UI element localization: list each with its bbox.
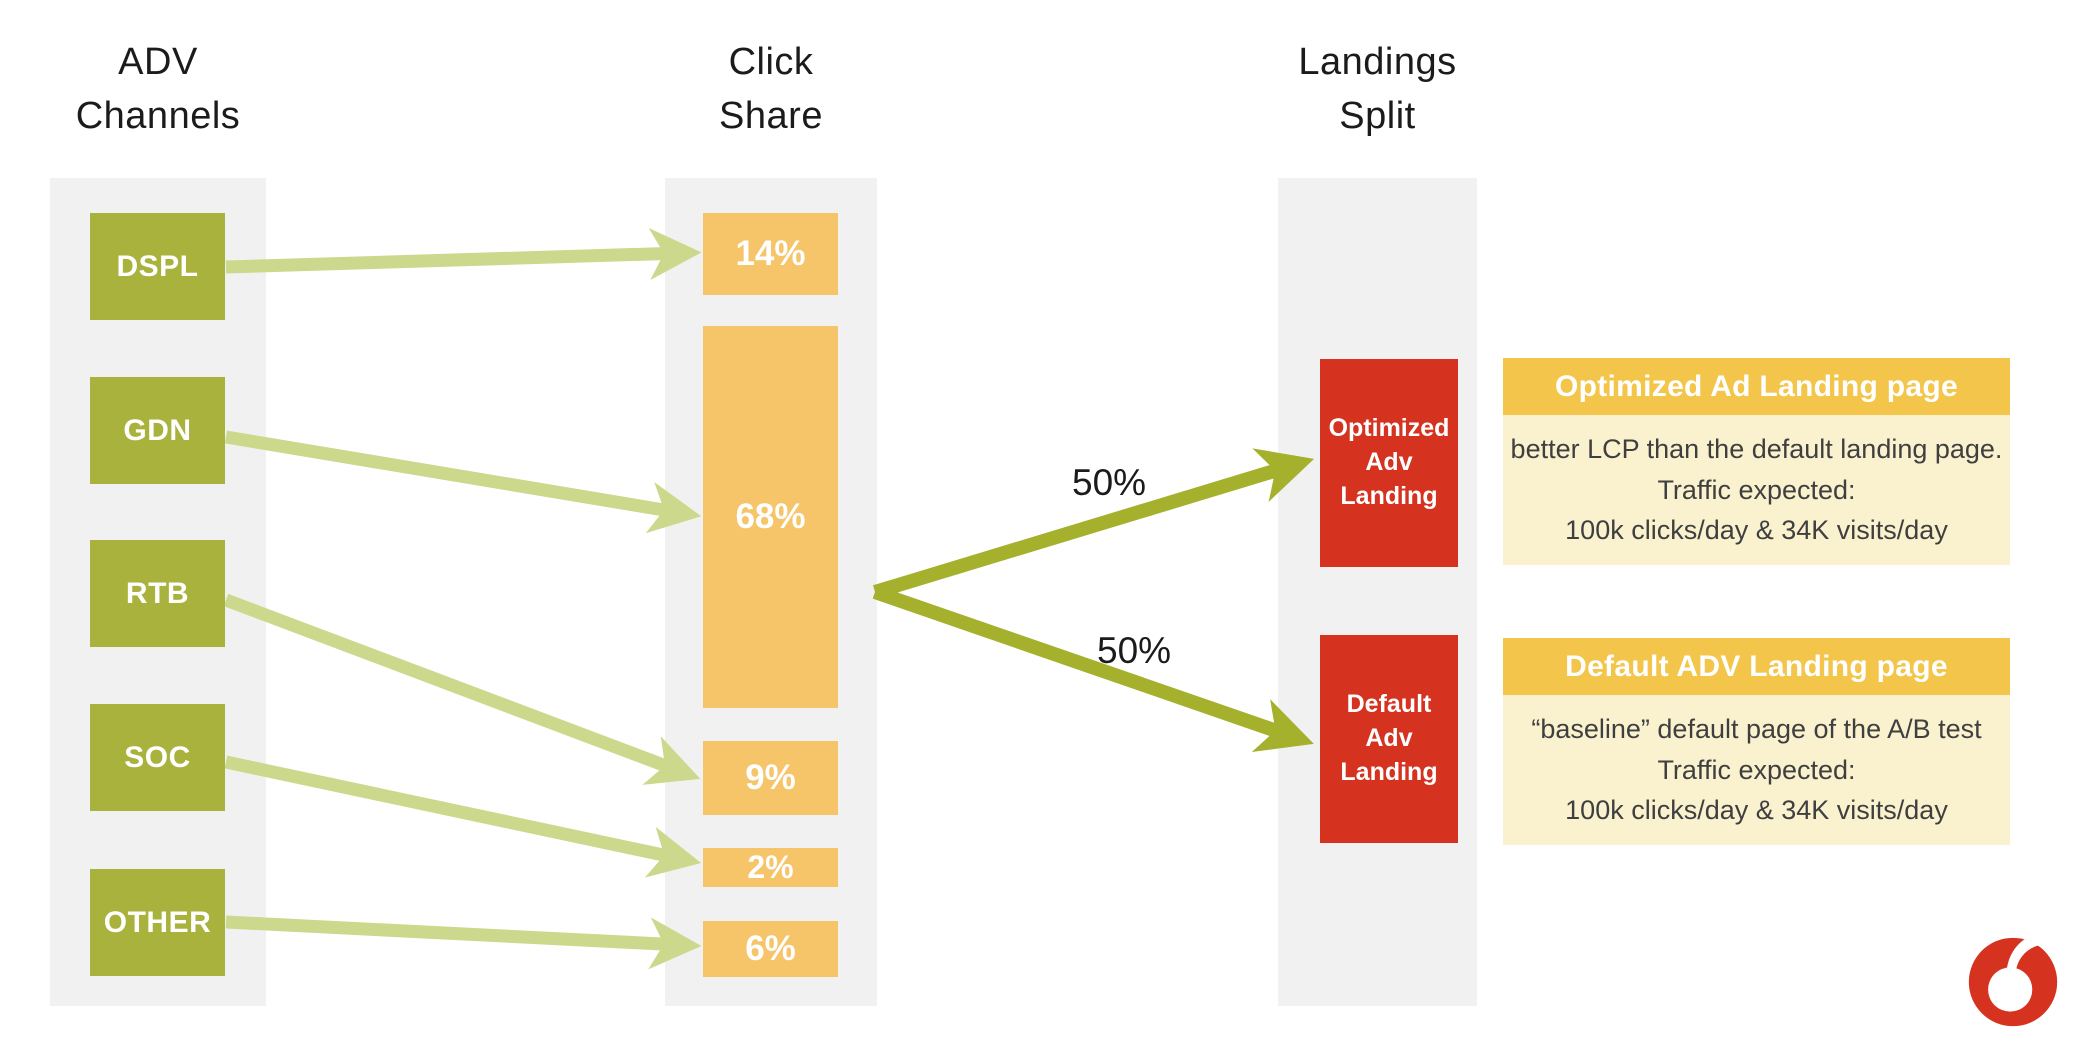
card-default-body: “baseline” default page of the A/B test … xyxy=(1503,695,2010,845)
channel-box-soc: SOC xyxy=(90,704,225,811)
channel-box-dspl: DSPL xyxy=(90,213,225,320)
landings-split-header: Landings Split xyxy=(1298,41,1457,137)
card-default-line-3: 100k clicks/day & 34K visits/day xyxy=(1565,795,1948,826)
click-share-header: Click Share xyxy=(719,41,823,137)
card-optimized-line-1: better LCP than the default landing page… xyxy=(1510,434,2003,465)
arrow-split-to-default xyxy=(872,585,1314,753)
vodafone-logo-icon xyxy=(1966,935,2060,1029)
arrow-gdn-to-68 xyxy=(224,430,702,534)
split-label-bottom: 50% xyxy=(1097,630,1172,671)
card-default-title: Default ADV Landing page xyxy=(1503,638,2010,695)
landings-split-column xyxy=(1278,178,1477,1006)
channel-box-other: OTHER xyxy=(90,869,225,976)
card-optimized-line-2: Traffic expected: xyxy=(1657,474,1856,505)
channel-box-rtb: RTB xyxy=(90,540,225,647)
channel-box-gdn: GDN xyxy=(90,377,225,484)
arrow-split-to-optimized xyxy=(872,448,1315,599)
landing-box-default: Default Adv Landing xyxy=(1320,635,1458,843)
card-default-line-2: Traffic expected: xyxy=(1657,754,1856,785)
card-optimized: Optimized Ad Landing page better LCP tha… xyxy=(1503,358,2010,565)
card-optimized-body: better LCP than the default landing page… xyxy=(1503,415,2010,565)
share-box-9: 9% xyxy=(703,741,838,815)
card-optimized-line-3: 100k clicks/day & 34K visits/day xyxy=(1565,515,1948,546)
split-label-top: 50% xyxy=(1072,462,1147,503)
arrow-dspl-to-14 xyxy=(225,228,702,280)
share-box-68: 68% xyxy=(703,326,838,708)
share-box-6: 6% xyxy=(703,921,838,977)
adv-channels-header: ADV Channels xyxy=(75,41,241,137)
arrow-rtb-to-9 xyxy=(223,593,701,785)
arrow-soc-to-2 xyxy=(224,755,702,878)
arrow-other-to-6 xyxy=(225,915,702,970)
card-optimized-title: Optimized Ad Landing page xyxy=(1503,358,2010,415)
share-box-14: 14% xyxy=(703,213,838,295)
landing-box-optimized: Optimized Adv Landing xyxy=(1320,359,1458,567)
card-default-line-1: “baseline” default page of the A/B test xyxy=(1531,714,1982,745)
share-box-2: 2% xyxy=(703,848,838,887)
card-default: Default ADV Landing page “baseline” defa… xyxy=(1503,638,2010,845)
